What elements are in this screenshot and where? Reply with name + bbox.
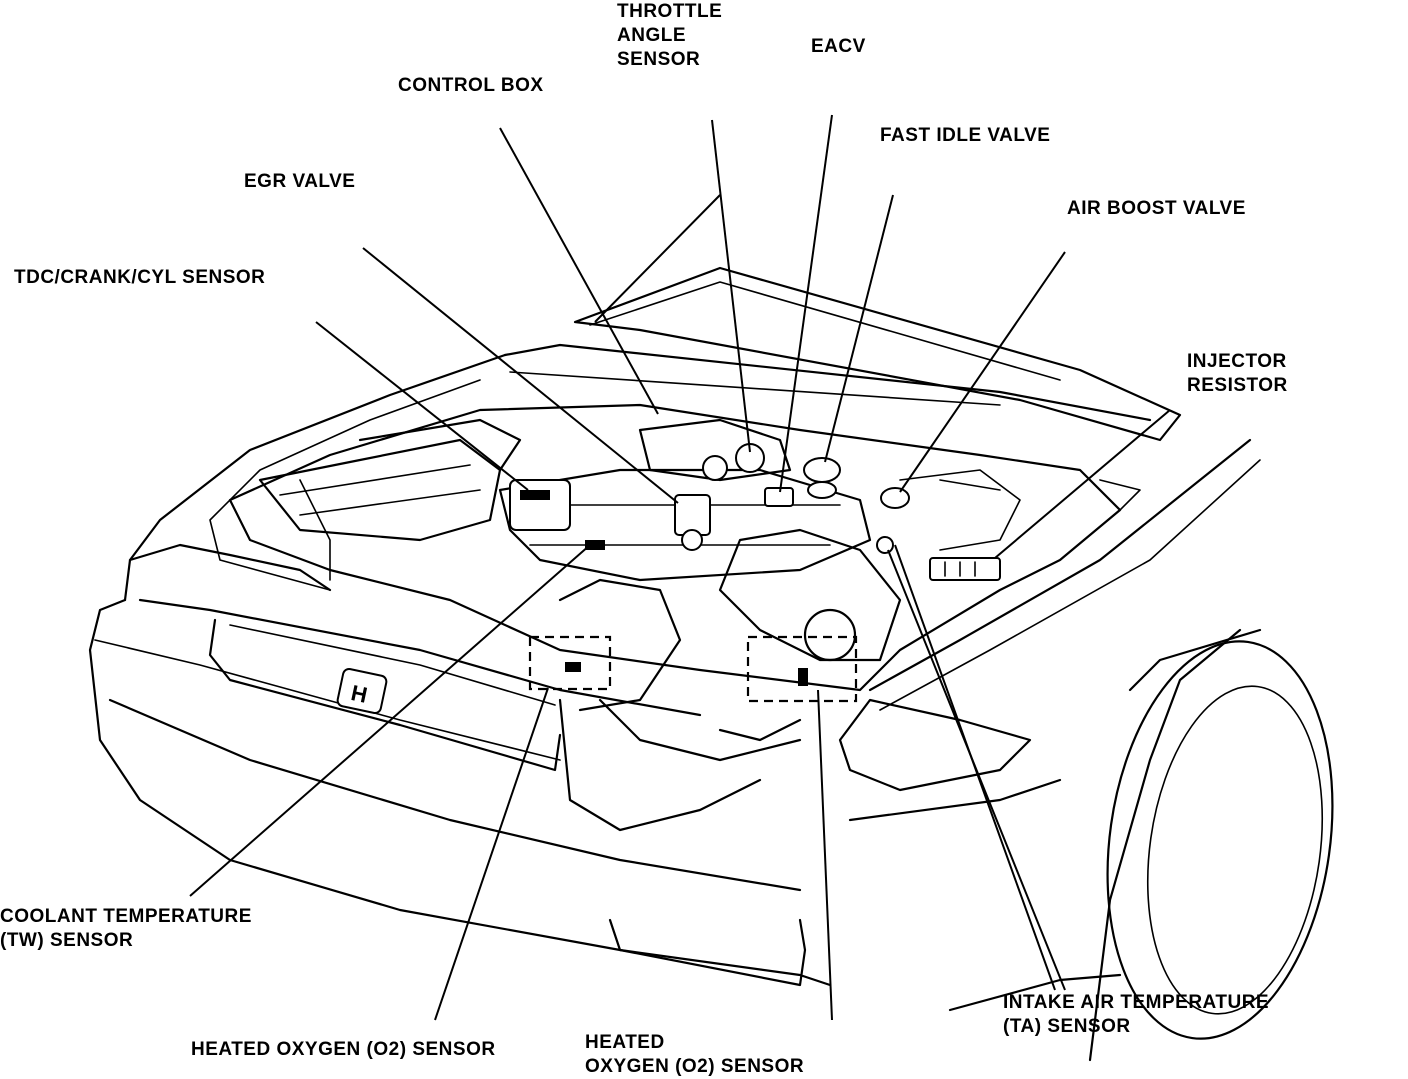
- leader-lines: [189, 114, 1171, 1021]
- leader-heated-oxygen-rear: [817, 689, 833, 1021]
- label-coolant-temperature-sensor: COOLANT TEMPERATURE (TW) SENSOR: [0, 906, 252, 951]
- label-heated-oxygen-sensor-rear: HEATED OXYGEN (O2) SENSOR: [585, 1032, 805, 1077]
- leader-control-box: [499, 127, 659, 415]
- label-throttle-angle-sensor: THROTTLE ANGLE SENSOR: [617, 1, 723, 70]
- leader-throttle-angle-sensor: [711, 119, 751, 453]
- honda-badge-letter: H: [349, 680, 370, 708]
- leader-tdc-crank-cyl-sensor: [315, 321, 529, 491]
- honda-badge: H: [336, 667, 388, 715]
- leader-intake-air-temperature-2: [894, 544, 1056, 991]
- front-wheel: [948, 628, 1334, 1040]
- leader-air-boost-valve: [899, 251, 1066, 493]
- label-tdc-crank-cyl-sensor: TDC/CRANK/CYL SENSOR: [14, 267, 266, 288]
- leader-eacv: [779, 114, 833, 493]
- engine-bay-drawing: [228, 403, 1141, 832]
- label-control-box: CONTROL BOX: [398, 75, 544, 96]
- label-intake-air-temperature-sensor: INTAKE AIR TEMPERATURE (TA) SENSOR: [1003, 992, 1270, 1037]
- leader-injector-resistor: [994, 409, 1171, 559]
- leader-fast-idle-valve: [824, 194, 894, 463]
- label-air-boost-valve: AIR BOOST VALVE: [1067, 198, 1246, 219]
- label-fast-idle-valve: FAST IDLE VALVE: [880, 125, 1051, 146]
- leader-coolant-temperature: [189, 544, 591, 897]
- label-injector-resistor: INJECTOR RESISTOR: [1187, 351, 1288, 396]
- leader-hood-prop: [594, 194, 721, 323]
- egr-valve-drawing: [674, 494, 711, 551]
- label-heated-oxygen-sensor-front: HEATED OXYGEN (O2) SENSOR: [191, 1039, 496, 1060]
- injector-resistor-drawing: [929, 557, 1001, 581]
- leader-egr-valve: [362, 247, 679, 504]
- car-body-drawing: H: [88, 266, 1334, 1062]
- leader-heated-oxygen-front: [434, 687, 549, 1021]
- label-eacv: EACV: [811, 36, 866, 57]
- label-egr-valve: EGR VALVE: [244, 171, 356, 192]
